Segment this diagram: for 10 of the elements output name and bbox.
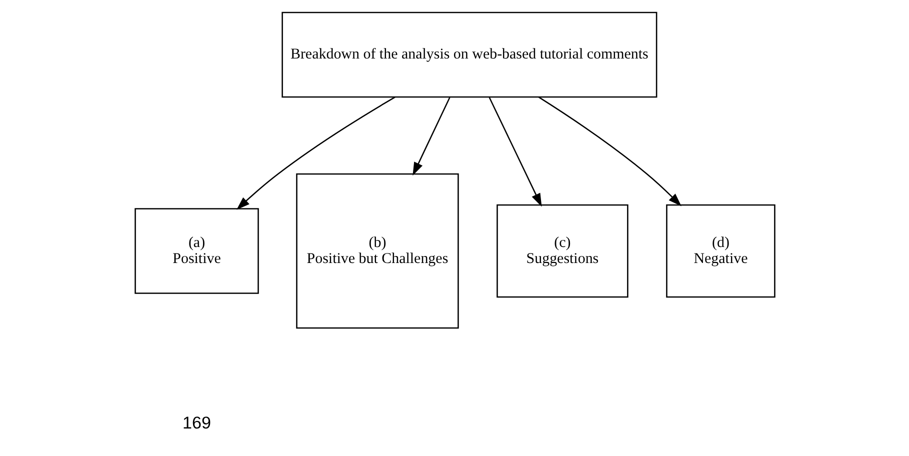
node-box: (b) Positive but Challenges: [296, 173, 458, 329]
node-box: (c) Suggestions: [496, 204, 628, 298]
node-box: Breakdown of the analysis on web-based tutorial comments: [281, 12, 657, 98]
node-box: (a) Positive: [134, 208, 258, 294]
arrow: [236, 96, 395, 210]
node-box: (d) Negative: [666, 204, 775, 298]
arrow: [412, 97, 450, 176]
arrow: [488, 97, 542, 207]
label: 169: [182, 413, 211, 432]
arrow: [538, 96, 681, 206]
